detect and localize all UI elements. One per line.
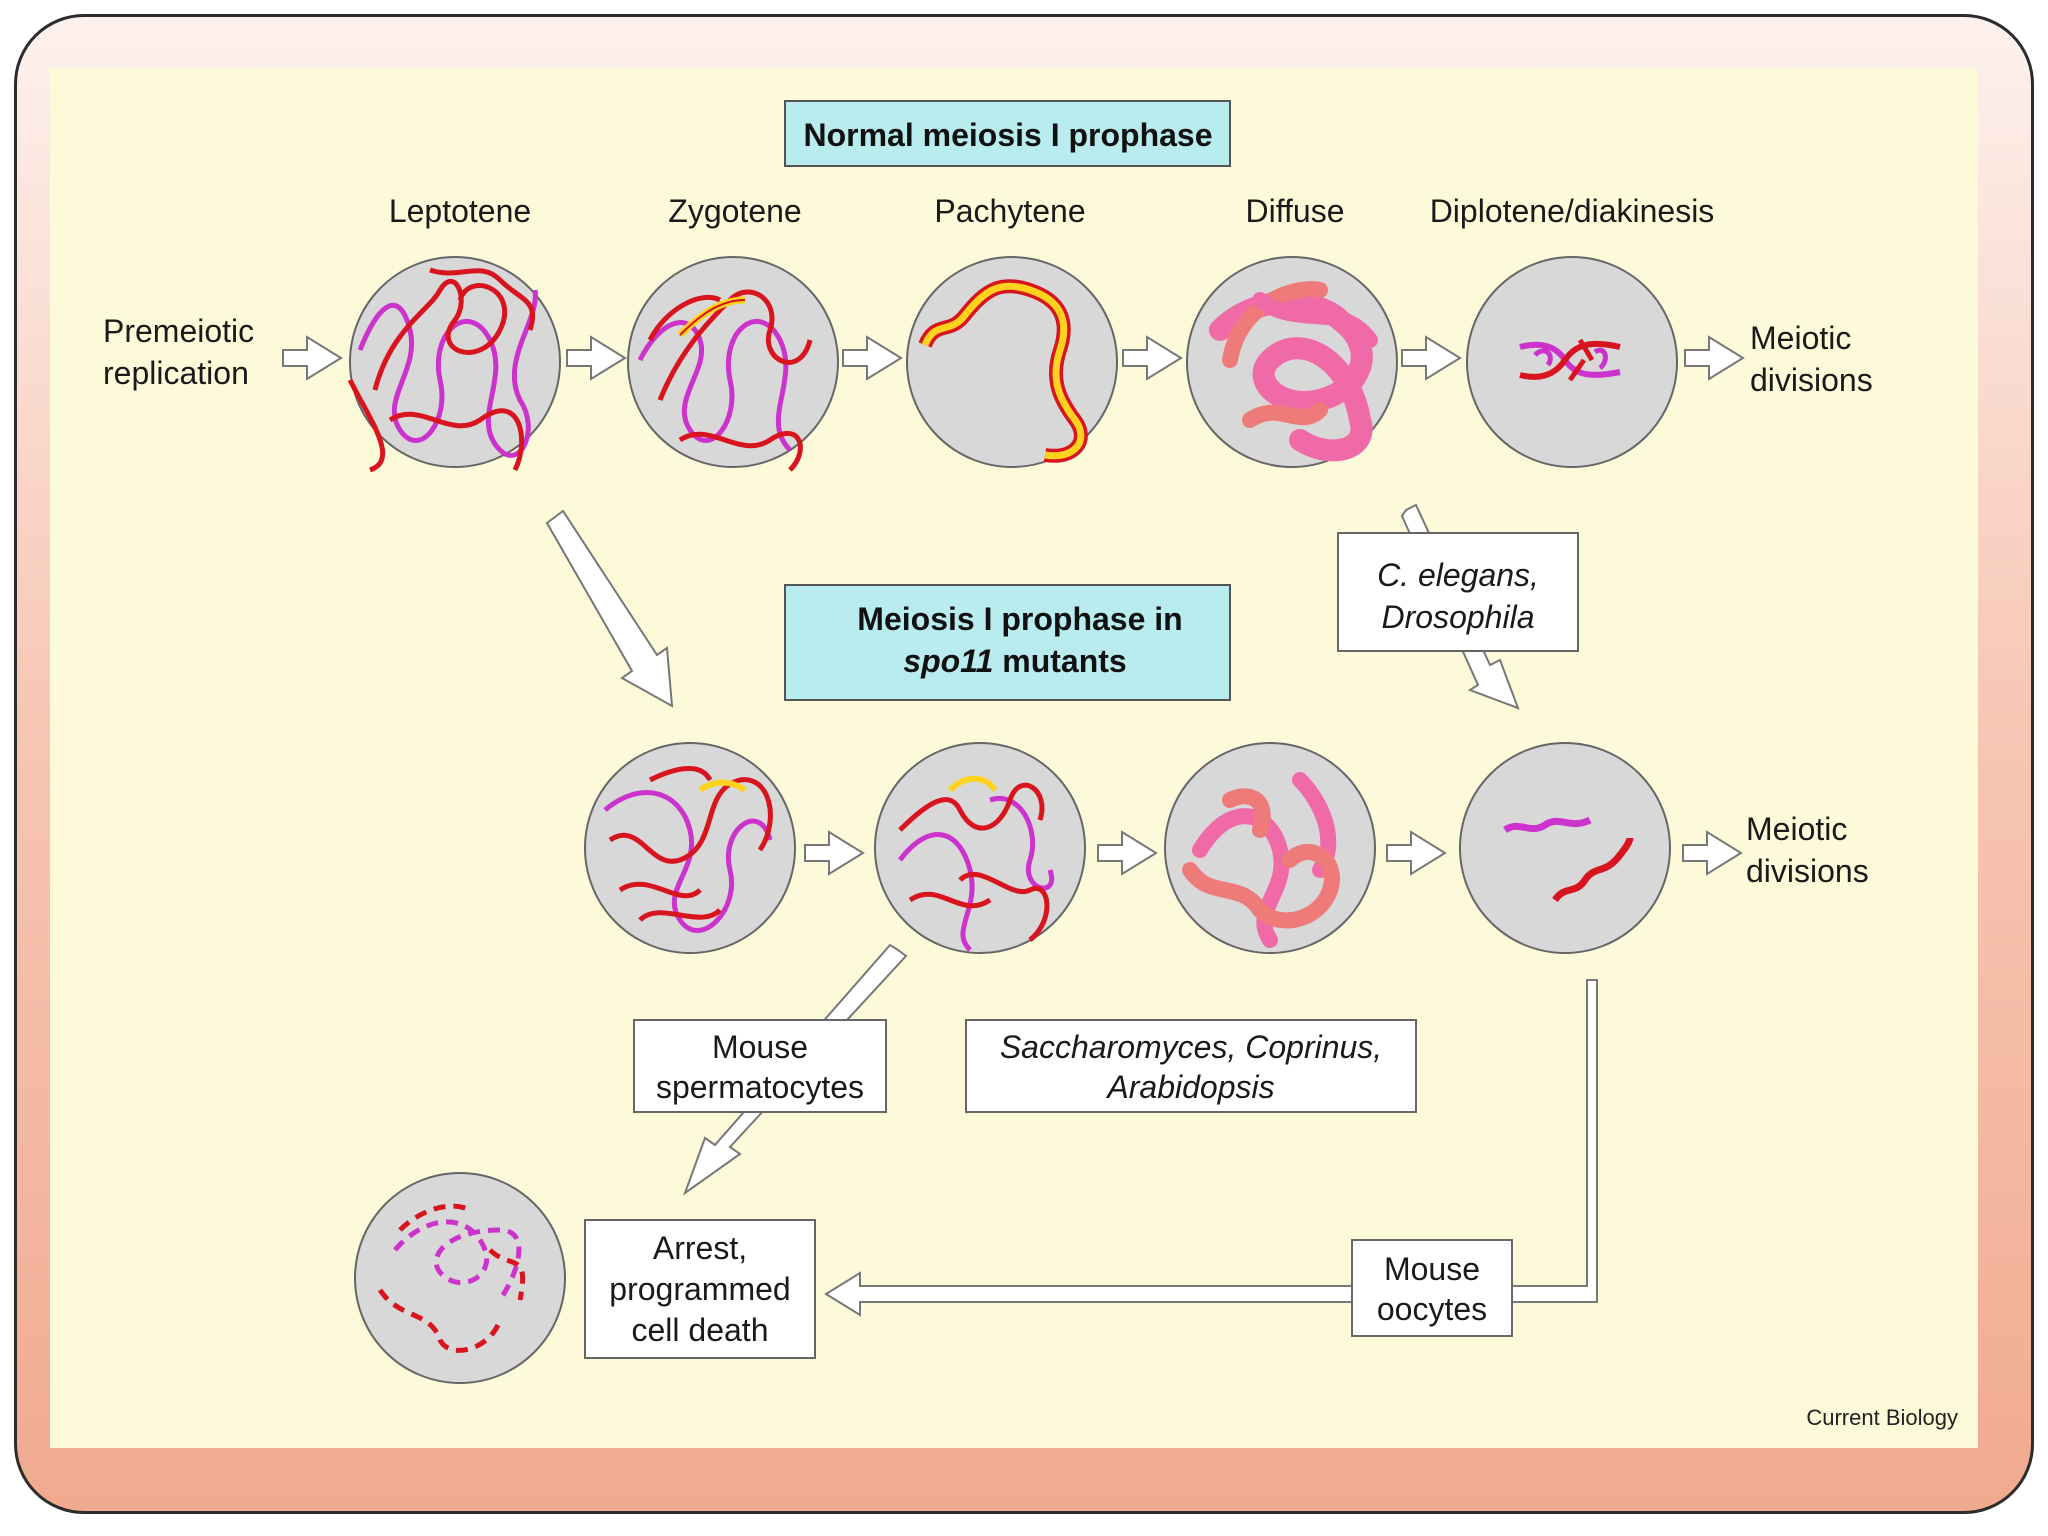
label-meiotic-top: Meiotic xyxy=(1750,320,1851,356)
box-saccharomyces: Saccharomyces, Coprinus, Arabidopsis xyxy=(965,1019,1417,1113)
label-meiotic-mid: Meiotic xyxy=(1746,811,1847,847)
cell-mutant-1 xyxy=(584,742,796,954)
title-normal: Normal meiosis I prophase xyxy=(803,117,1212,153)
label-divisions-top: divisions xyxy=(1750,362,1873,398)
stage-label-diplotene: Diplotene/diakinesis xyxy=(1430,193,1715,229)
cell-mutant-4 xyxy=(1459,742,1671,954)
box-mouse-spermatocytes: Mouse spermatocytes xyxy=(633,1019,887,1113)
title-box-normal xyxy=(784,100,1231,167)
arrow-leptotene-to-mutant xyxy=(545,509,674,708)
label-premeiotic: Premeiotic xyxy=(103,313,254,349)
arrow-mut3-to-mut4 xyxy=(1386,830,1447,876)
cell-leptotene xyxy=(347,256,561,473)
svg-text:Saccharomyces, Coprinus,: Saccharomyces, Coprinus, xyxy=(1000,1029,1382,1065)
arrow-pachytene-to-diffuse xyxy=(1122,335,1183,381)
cell-zygotene xyxy=(627,256,839,472)
cell-pachytene xyxy=(906,256,1118,468)
svg-text:oocytes: oocytes xyxy=(1377,1291,1487,1327)
arrow-leptotene-to-zygotene xyxy=(566,335,627,381)
label-replication: replication xyxy=(103,355,249,391)
title-mutant-line1: Meiosis I prophase in xyxy=(857,601,1182,637)
arrow-zygotene-to-pachytene xyxy=(842,335,903,381)
stage-label-zygotene: Zygotene xyxy=(668,193,801,229)
label-divisions-mid: divisions xyxy=(1746,853,1869,889)
svg-text:Mouse: Mouse xyxy=(1384,1251,1480,1287)
svg-text:spermatocytes: spermatocytes xyxy=(656,1069,864,1105)
arrow-oocytes-to-arrest xyxy=(824,979,1598,1317)
box-arrest: Arrest, programmed cell death xyxy=(584,1219,816,1359)
arrow-premeiotic-to-leptotene xyxy=(282,335,343,381)
cell-arrest xyxy=(354,1172,566,1384)
box-celegans: C. elegans, Drosophila xyxy=(1337,532,1579,652)
cell-mutant-2 xyxy=(874,742,1086,954)
arrow-diplotene-to-divisions xyxy=(1684,335,1745,381)
cell-diplotene xyxy=(1466,256,1678,468)
stage-label-diffuse: Diffuse xyxy=(1245,193,1344,229)
svg-text:Drosophila: Drosophila xyxy=(1382,599,1535,635)
arrow-mut2-to-mut3 xyxy=(1097,830,1158,876)
cell-mutant-3 xyxy=(1164,742,1376,954)
svg-text:Mouse: Mouse xyxy=(712,1029,808,1065)
svg-text:cell death: cell death xyxy=(632,1312,769,1348)
title-mutant-line2: spo11 mutants xyxy=(903,643,1126,679)
arrow-mut1-to-mut2 xyxy=(804,830,865,876)
svg-text:Arabidopsis: Arabidopsis xyxy=(1105,1069,1274,1105)
arrow-diffuse-to-diplotene xyxy=(1401,335,1462,381)
stage-label-leptotene: Leptotene xyxy=(389,193,531,229)
svg-text:programmed: programmed xyxy=(609,1271,790,1307)
svg-text:Arrest,: Arrest, xyxy=(653,1230,747,1266)
cell-diffuse xyxy=(1186,256,1398,468)
stage-label-pachytene: Pachytene xyxy=(934,193,1085,229)
credit-current-biology: Current Biology xyxy=(1806,1405,1958,1430)
title-box-mutant xyxy=(784,584,1231,701)
svg-text:C. elegans,: C. elegans, xyxy=(1377,557,1539,593)
box-mouse-oocytes: Mouse oocytes xyxy=(1351,1239,1513,1337)
arrow-mut4-to-divisions xyxy=(1682,830,1743,876)
